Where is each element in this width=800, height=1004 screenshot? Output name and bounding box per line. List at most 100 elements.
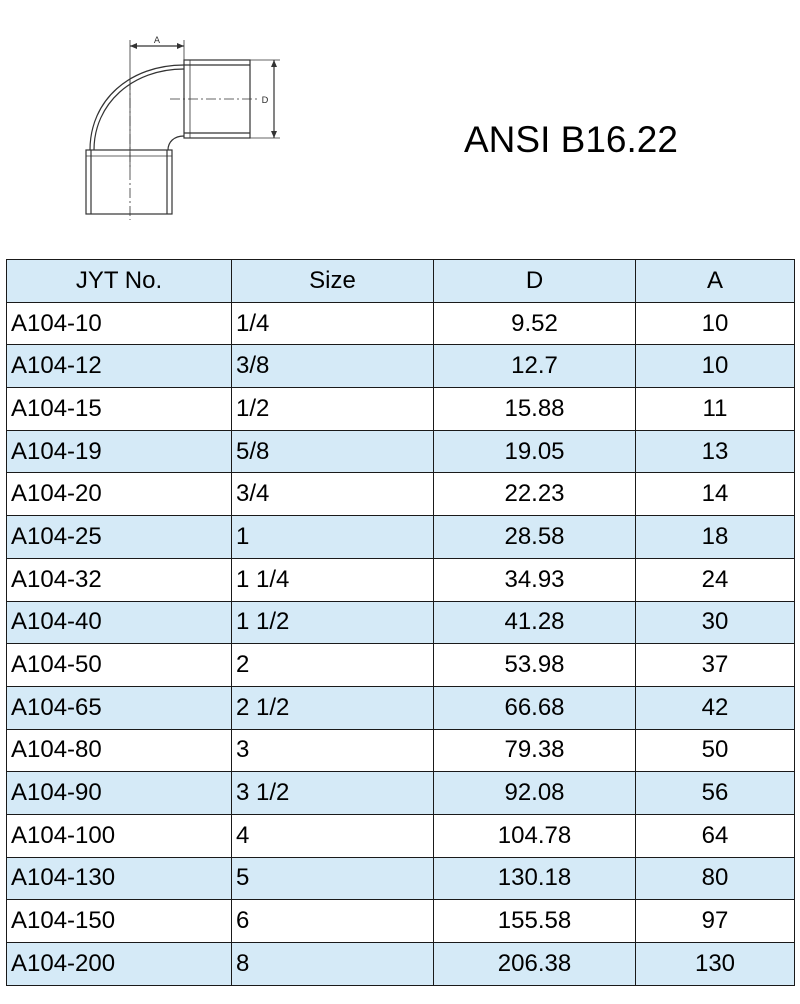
cell-d: 53.98 [433,643,636,687]
cell-a: 97 [635,899,795,943]
cell-size: 6 [231,899,434,943]
cell-jyt-no: A104-100 [6,813,232,858]
column-header-jyt-no: JYT No. [6,259,232,303]
cell-d: 28.58 [433,515,636,559]
cell-size: 1 1/2 [231,600,434,645]
cell-size: 2 [231,643,434,687]
cell-a: 42 [635,685,795,730]
cell-size: 3 1/2 [231,771,434,815]
cell-a: 64 [635,813,795,858]
cell-size: 2 1/2 [231,685,434,730]
cell-size: 4 [231,813,434,858]
cell-size: 5/8 [231,429,434,474]
cell-jyt-no: A104-200 [6,942,232,986]
cell-jyt-no: A104-10 [6,301,232,346]
cell-size: 3/8 [231,344,434,389]
cell-d: 22.23 [433,472,636,517]
cell-a: 80 [635,856,795,901]
cell-d: 155.58 [433,899,636,943]
elbow-inner-wall [167,135,185,151]
cell-a: 10 [635,344,795,389]
column-header-a: A [635,259,795,303]
cell-a: 18 [635,515,795,559]
cell-d: 130.18 [433,856,636,901]
dimension-d-arrow-bottom [271,131,277,138]
dimension-a-label: A [154,36,161,46]
socket-bottom [85,149,173,215]
dimension-a-arrow-left [130,43,137,49]
cell-a: 13 [635,429,795,474]
dimension-d-label: D [262,96,269,106]
column-header-size: Size [231,259,434,303]
cell-d: 41.28 [433,600,636,645]
cell-a: 50 [635,728,795,773]
elbow-fitting-drawing: A D [60,20,320,245]
cell-a: 30 [635,600,795,645]
cell-jyt-no: A104-32 [6,557,232,602]
cell-d: 206.38 [433,942,636,986]
cell-jyt-no: A104-130 [6,856,232,901]
cell-jyt-no: A104-50 [6,643,232,687]
dimension-d-arrow-top [271,60,277,67]
cell-d: 9.52 [433,301,636,346]
cell-size: 3/4 [231,472,434,517]
dimension-a-arrow-right [177,43,184,49]
elbow-fitting-diagram: A D [85,36,280,220]
cell-jyt-no: A104-19 [6,429,232,474]
cell-d: 34.93 [433,557,636,602]
cell-a: 11 [635,387,795,431]
table-header-row: JYT No. Size D A [6,259,795,303]
cell-size: 1 1/4 [231,557,434,602]
cell-a: 24 [635,557,795,602]
cell-jyt-no: A104-12 [6,344,232,389]
cell-jyt-no: A104-15 [6,387,232,431]
cell-jyt-no: A104-150 [6,899,232,943]
cell-a: 56 [635,771,795,815]
cell-size: 1/2 [231,387,434,431]
cell-jyt-no: A104-25 [6,515,232,559]
cell-size: 8 [231,942,434,986]
cell-jyt-no: A104-20 [6,472,232,517]
cell-a: 37 [635,643,795,687]
cell-d: 19.05 [433,429,636,474]
cell-jyt-no: A104-65 [6,685,232,730]
cell-jyt-no: A104-40 [6,600,232,645]
cell-d: 92.08 [433,771,636,815]
cell-jyt-no: A104-90 [6,771,232,815]
cell-size: 1 [231,515,434,559]
cell-d: 79.38 [433,728,636,773]
cell-d: 15.88 [433,387,636,431]
standard-title: ANSI B16.22 [464,119,678,160]
cell-d: 12.7 [433,344,636,389]
elbow-outer-inner-wall [93,68,185,151]
cell-size: 3 [231,728,434,773]
cell-a: 130 [635,942,795,986]
cell-size: 5 [231,856,434,901]
cell-a: 14 [635,472,795,517]
cell-jyt-no: A104-80 [6,728,232,773]
elbow-outer-wall [89,64,185,151]
cell-d: 104.78 [433,813,636,858]
cell-d: 66.68 [433,685,636,730]
cell-size: 1/4 [231,301,434,346]
cell-a: 10 [635,301,795,346]
column-header-d: D [433,259,636,303]
